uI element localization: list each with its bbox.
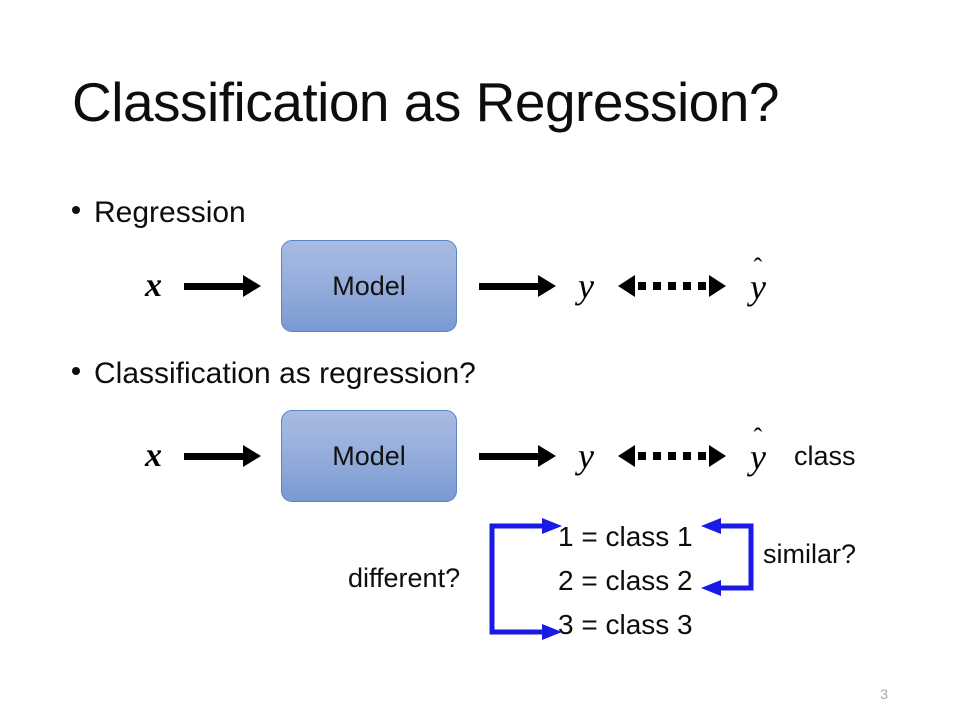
arrow-model-to-output-icon — [479, 275, 556, 297]
bullet-classification-label: Classification as regression? — [94, 357, 476, 390]
bullet-dot-icon — [72, 367, 80, 375]
class-annotation-label: class — [793, 440, 856, 471]
class-mapping-list: 1 = class 1 2 = class 2 3 = class 3 — [558, 515, 693, 647]
pipeline-regression-prediction-letter: y — [749, 267, 766, 307]
class-mapping-row: 2 = class 2 — [558, 565, 693, 596]
pipeline-regression-input-x: x — [145, 267, 162, 304]
arrow-dotted-compare-icon — [617, 275, 726, 297]
model-box-regression: Model — [281, 240, 457, 332]
page-title: Classification as Regression? — [72, 71, 779, 133]
hat-accent-icon: ˆ — [753, 423, 763, 452]
bullet-regression-label: Regression — [94, 196, 246, 229]
arrow-input-to-model-icon — [184, 445, 261, 467]
arrow-model-to-output-icon — [479, 445, 556, 467]
pipeline-classification-output-y: y — [578, 436, 594, 476]
arrow-dotted-compare-icon — [617, 445, 726, 467]
model-box-classification: Model — [281, 410, 457, 502]
bracket-similar-icon — [701, 518, 754, 596]
bullet-regression: Regression — [72, 196, 246, 230]
bullet-dot-icon — [72, 206, 80, 214]
model-box-label: Model — [332, 440, 406, 471]
slide-number: 3 — [880, 686, 888, 702]
pipeline-regression-output-y: y — [578, 266, 594, 306]
model-box-label: Model — [332, 270, 406, 301]
bracket-different-icon — [489, 518, 562, 640]
pipeline-classification-prediction-letter: y — [749, 437, 766, 477]
class-mapping-row: 3 = class 3 — [558, 609, 693, 640]
hat-accent-icon: ˆ — [753, 253, 763, 282]
bullet-classification: Classification as regression? — [72, 357, 476, 391]
annotation-different: different? — [348, 563, 461, 593]
pipeline-classification-input-x: x — [145, 437, 162, 474]
class-mapping-row: 1 = class 1 — [558, 521, 693, 552]
arrow-input-to-model-icon — [184, 275, 261, 297]
annotation-similar: similar? — [763, 539, 857, 569]
